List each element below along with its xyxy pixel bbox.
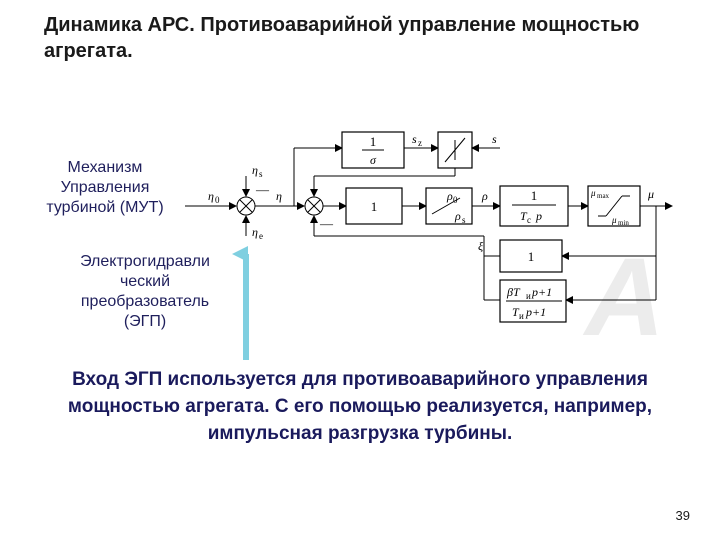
lead-num-sub: и bbox=[526, 291, 531, 301]
caption-text: Вход ЭГП используется для противоаварийн… bbox=[67, 369, 653, 444]
rate-limit-top: ρ bbox=[446, 189, 453, 203]
gain-one-text: 1 bbox=[371, 199, 378, 214]
feedback-gain-text: 1 bbox=[528, 249, 535, 264]
s-input-label: s bbox=[492, 132, 497, 146]
eta-e-sub: e bbox=[259, 231, 263, 241]
eta-e-label: η bbox=[252, 225, 258, 239]
feedback-gain-block bbox=[499, 239, 563, 273]
servo-num: 1 bbox=[531, 188, 538, 203]
integrator-den: σ bbox=[370, 153, 377, 167]
slide-title: Динамика АРС. Противоаварийной управлени… bbox=[44, 14, 640, 62]
eta-label: η bbox=[276, 189, 282, 203]
sum-junction-2 bbox=[304, 196, 324, 216]
eta-0-label: η bbox=[208, 189, 214, 203]
xi-label: ξ bbox=[478, 239, 484, 253]
limiter-min: μ bbox=[611, 215, 617, 225]
rate-limit-bottom-sub: s bbox=[462, 215, 466, 225]
lead-den: T bbox=[512, 305, 520, 319]
egp-label: Электрогидравли ческий преобразователь (… bbox=[80, 253, 210, 330]
limiter-max-sub: max bbox=[597, 192, 610, 200]
eta-s-sub: s bbox=[259, 169, 263, 179]
minus-sign-1: — bbox=[255, 182, 270, 197]
sz-label: s bbox=[412, 132, 417, 146]
lead-den-sub: и bbox=[519, 311, 524, 321]
integrator-num: 1 bbox=[370, 134, 377, 149]
sum-junction-1 bbox=[236, 196, 256, 216]
limiter-min-sub: min bbox=[618, 219, 629, 227]
rate-limit-top-sub: 0 bbox=[453, 195, 458, 205]
servo-den-sub: c bbox=[527, 215, 531, 225]
mut-label: Механизм Управления турбиной (МУТ) bbox=[46, 159, 164, 216]
servo-den-p: p bbox=[535, 209, 542, 223]
eta-s-label: η bbox=[252, 163, 258, 177]
rho-label: ρ bbox=[481, 189, 488, 203]
sz-sub: z bbox=[418, 138, 422, 148]
lead-den-tail: p+1 bbox=[525, 305, 546, 319]
page-number: 39 bbox=[675, 508, 690, 523]
minus-sign-2: — bbox=[319, 216, 334, 231]
watermark-letter: A bbox=[582, 236, 664, 359]
mu-label: μ bbox=[647, 187, 654, 201]
eta-0-sub: 0 bbox=[215, 195, 220, 205]
servo-den: T bbox=[520, 209, 528, 223]
lead-num: βT bbox=[506, 285, 521, 299]
gain-one-block bbox=[345, 187, 403, 225]
rate-limit-bottom: ρ bbox=[454, 209, 461, 223]
servo-block bbox=[499, 185, 569, 227]
lead-num-tail: p+1 bbox=[531, 285, 552, 299]
limiter-max: μ bbox=[590, 188, 596, 198]
rate-limit-block bbox=[425, 187, 473, 225]
